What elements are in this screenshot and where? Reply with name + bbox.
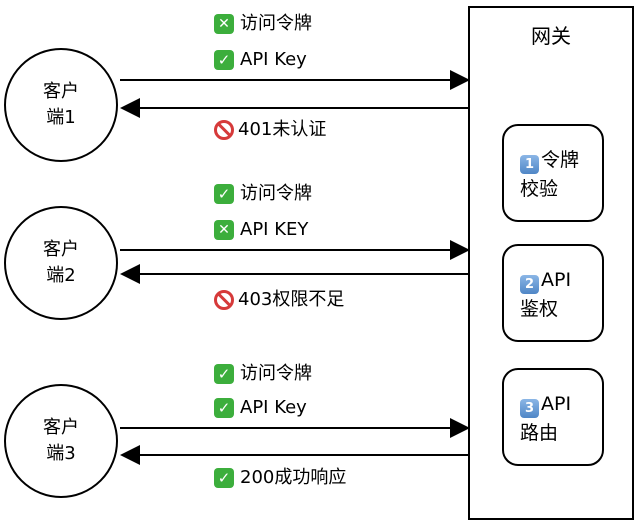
prohibited-icon <box>214 120 234 140</box>
request-apikey-text: API KEY <box>240 219 309 240</box>
check-mark-icon: ✓ <box>214 398 234 418</box>
gateway-title: 网关 <box>531 24 571 48</box>
client-3-request-apikey: ✓ API Key <box>214 396 307 420</box>
client-1: 客户 端1 <box>4 48 118 162</box>
request-token-text: 访问令牌 <box>240 183 312 204</box>
keycap-1-icon: 1 <box>520 155 539 174</box>
client-2: 客户 端2 <box>4 206 118 320</box>
client-3: 客户 端3 <box>4 384 118 498</box>
client-1-response: 401未认证 <box>214 118 326 142</box>
keycap-2-icon: 2 <box>520 275 539 294</box>
check-mark-icon: ✓ <box>214 364 234 384</box>
step-label-line2: 校验 <box>520 178 559 200</box>
client-3-request-token: ✓ 访问令牌 <box>214 362 312 386</box>
client-2-label-line2: 端2 <box>46 265 76 286</box>
client-1-request-apikey: ✓ API Key <box>214 48 307 72</box>
response-text: 401未认证 <box>238 119 327 140</box>
client-2-label-line1: 客户 <box>43 239 79 260</box>
client-2-request-apikey: ✕ API KEY <box>214 218 308 242</box>
check-mark-icon: ✓ <box>214 184 234 204</box>
request-token-text: 访问令牌 <box>240 363 312 384</box>
cross-mark-icon: ✕ <box>214 220 234 240</box>
client-2-response: 403权限不足 <box>214 288 344 312</box>
check-mark-icon: ✓ <box>214 468 234 488</box>
step-label-line1: 令牌 <box>541 149 580 171</box>
request-apikey-text: API Key <box>240 397 307 418</box>
cross-mark-icon: ✕ <box>214 14 234 34</box>
step-label-line1: API <box>541 269 572 291</box>
step-label-line1: API <box>541 393 572 415</box>
step-label-line2: 路由 <box>520 422 559 444</box>
keycap-3-icon: 3 <box>520 399 539 418</box>
prohibited-icon <box>214 290 234 310</box>
response-text: 403权限不足 <box>238 289 345 310</box>
request-token-text: 访问令牌 <box>240 13 312 34</box>
client-1-label-line1: 客户 <box>43 81 79 102</box>
request-apikey-text: API Key <box>240 49 307 70</box>
check-mark-icon: ✓ <box>214 50 234 70</box>
client-3-response: ✓ 200成功响应 <box>214 466 346 490</box>
client-3-label-line1: 客户 <box>43 417 79 438</box>
step-label-line2: 鉴权 <box>520 298 559 320</box>
client-1-request-token: ✕ 访问令牌 <box>214 12 312 36</box>
client-1-label-line2: 端1 <box>46 107 76 128</box>
client-3-label-line2: 端3 <box>46 443 76 464</box>
client-2-request-token: ✓ 访问令牌 <box>214 182 312 206</box>
response-text: 200成功响应 <box>240 467 347 488</box>
